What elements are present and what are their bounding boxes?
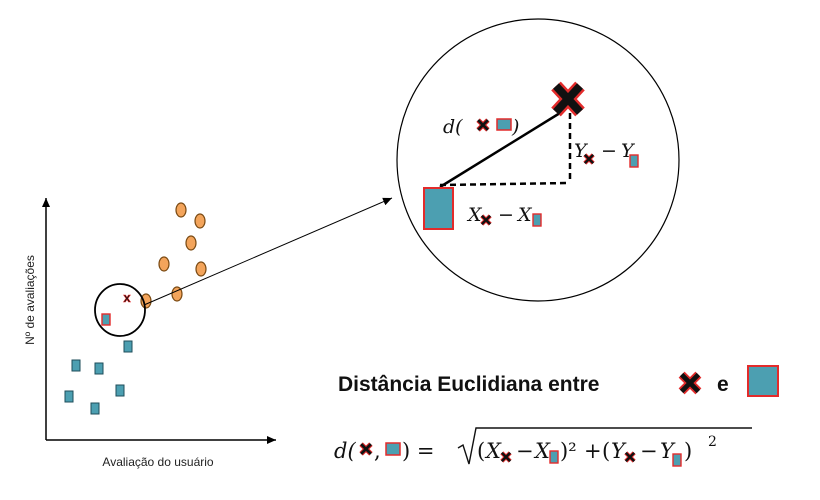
distance-label: d( ) <box>443 116 519 138</box>
class-b-points <box>140 202 207 309</box>
orange-point <box>185 235 197 251</box>
caption-title: Distância Euclidiana entre e <box>338 365 779 397</box>
zoom-circle <box>396 18 680 302</box>
formula-lhs-suffix: ) = <box>402 439 434 463</box>
formula-y-var-1: Y <box>611 439 627 463</box>
euclidean-formula: d( , ) = ( X − X )² + ( Y − Y ) 2 <box>334 427 752 467</box>
x-icon <box>478 120 488 130</box>
orange-point <box>194 213 206 229</box>
x-axis-label: Avaliação do usuário <box>102 455 214 469</box>
dx-label: X − X <box>466 204 542 227</box>
orange-point <box>195 261 207 277</box>
square-icon <box>549 450 559 464</box>
dx-var-1: X <box>466 204 483 226</box>
teal-point <box>94 362 104 375</box>
formula-lhs-prefix: d( <box>334 439 356 463</box>
neighborhood-circle <box>94 283 146 337</box>
teal-point <box>90 402 100 415</box>
teal-point <box>123 340 133 353</box>
square-icon <box>532 213 542 227</box>
neighbor-square-icon <box>101 313 111 326</box>
large-x-icon <box>551 81 585 117</box>
square-icon <box>385 442 401 456</box>
caption-title-connector: e <box>717 373 729 396</box>
dx-leg <box>439 181 571 187</box>
formula-y-var-2: Y <box>660 439 676 463</box>
orange-point <box>175 202 187 218</box>
formula-x-var-2: X <box>533 439 551 463</box>
x-icon <box>626 453 634 461</box>
title-square-icon <box>747 365 779 397</box>
square-icon <box>672 453 682 467</box>
x-icon <box>361 444 371 454</box>
scatter-plot: Avaliação do usuário Nº de avaliações x <box>23 197 393 469</box>
dy-minus: − <box>601 140 617 162</box>
square-icon <box>629 154 639 168</box>
caption-title-text: Distância Euclidiana entre <box>338 373 599 396</box>
class-a-points <box>64 340 133 415</box>
large-square-icon <box>423 187 454 230</box>
formula-plus: + <box>584 439 602 463</box>
square-icon <box>496 118 512 131</box>
x-icon <box>482 216 490 224</box>
teal-point <box>71 359 81 372</box>
formula-minus-2: − <box>640 439 658 463</box>
teal-point <box>115 384 125 397</box>
orange-point <box>140 293 152 309</box>
dx-minus: − <box>498 204 514 226</box>
formula-x-var-1: X <box>484 439 502 463</box>
sqrt-icon <box>457 427 752 465</box>
distance-line <box>439 111 561 189</box>
teal-point <box>64 390 74 403</box>
zoom-arrow <box>143 197 393 306</box>
formula-close-squared: )² <box>560 439 577 463</box>
orange-point <box>171 286 183 302</box>
distance-label-prefix: d( <box>443 116 463 138</box>
formula-open-1: ( <box>477 439 485 463</box>
zoom-panel: d( ) Y − Y X − X <box>396 18 680 302</box>
x-icon <box>585 155 593 163</box>
unknown-point-x-icon: x <box>123 290 131 305</box>
distance-label-suffix: ) <box>511 116 519 138</box>
title-x-icon <box>682 375 699 392</box>
orange-point <box>158 256 170 272</box>
formula-open-2: ( <box>602 439 610 463</box>
formula-close-2: ) <box>684 439 692 463</box>
x-icon <box>502 453 510 461</box>
formula-comma: , <box>374 439 381 463</box>
y-axis-label: Nº de avaliações <box>23 255 37 345</box>
formula-exponent: 2 <box>708 434 717 450</box>
dx-var-2: X <box>516 204 533 226</box>
formula-minus-1: − <box>516 439 534 463</box>
dy-label: Y − Y <box>574 140 639 168</box>
